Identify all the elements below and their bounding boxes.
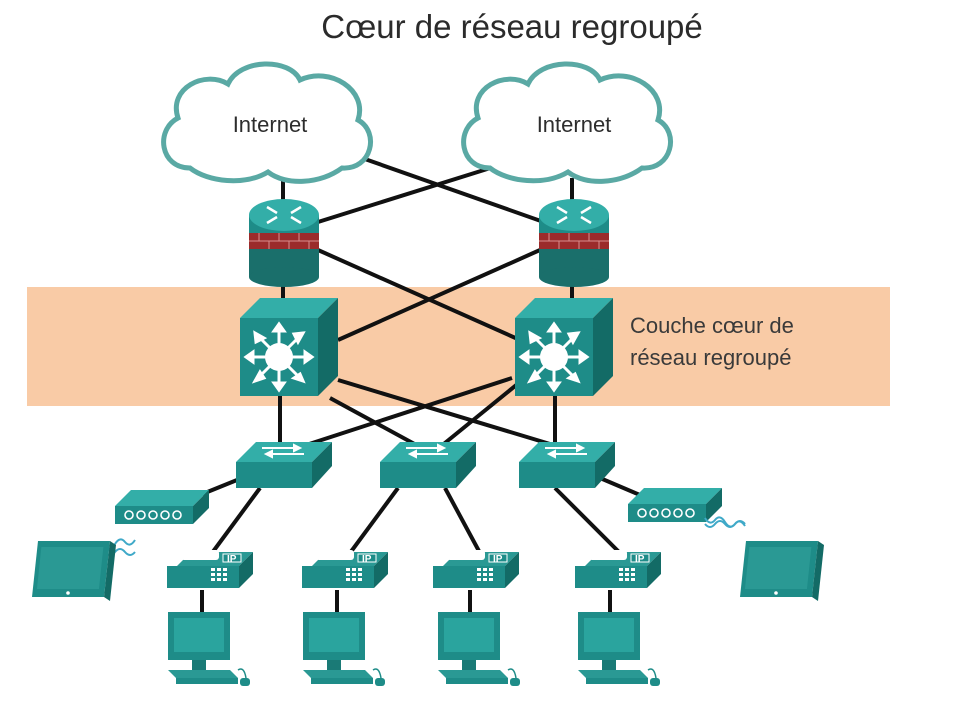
firewall-router-right [537,197,611,289]
ip-phone-2: IP [301,549,389,589]
ip-label: IP [362,554,372,565]
diagram-title: Cœur de réseau regroupé [321,8,703,45]
ip-label: IP [493,554,503,565]
ip-label: IP [227,554,237,565]
tablet-left [32,541,116,601]
desktop-pc-1 [167,611,251,687]
cloud-label-left: Internet [233,112,308,137]
firewall-router-left [247,197,321,289]
desktop-pc-3 [437,611,521,687]
wireless-ap-left [114,489,210,525]
cloud-label-right: Internet [537,112,612,137]
core-switch-left [238,296,340,398]
core-layer-band [27,287,890,406]
ip-phone-1: IP [166,549,254,589]
desktop-pc-2 [302,611,386,687]
ip-label: IP [635,554,645,565]
wireless-signal-right [704,516,746,528]
wireless-ap-right [627,487,723,523]
access-switch-1 [235,441,333,489]
core-switch-right [513,296,615,398]
internet-cloud-right: Internet [461,61,674,184]
tablet-right [740,541,824,601]
internet-cloud-left: Internet [161,61,374,184]
access-switch-2 [379,441,477,489]
access-switch-3 [518,441,616,489]
ip-phone-4: IP [574,549,662,589]
core-layer-label-line2: réseau regroupé [630,345,791,370]
desktop-pc-4 [577,611,661,687]
ip-phone-3: IP [432,549,520,589]
core-layer-label-line1: Couche cœur de [630,313,794,338]
